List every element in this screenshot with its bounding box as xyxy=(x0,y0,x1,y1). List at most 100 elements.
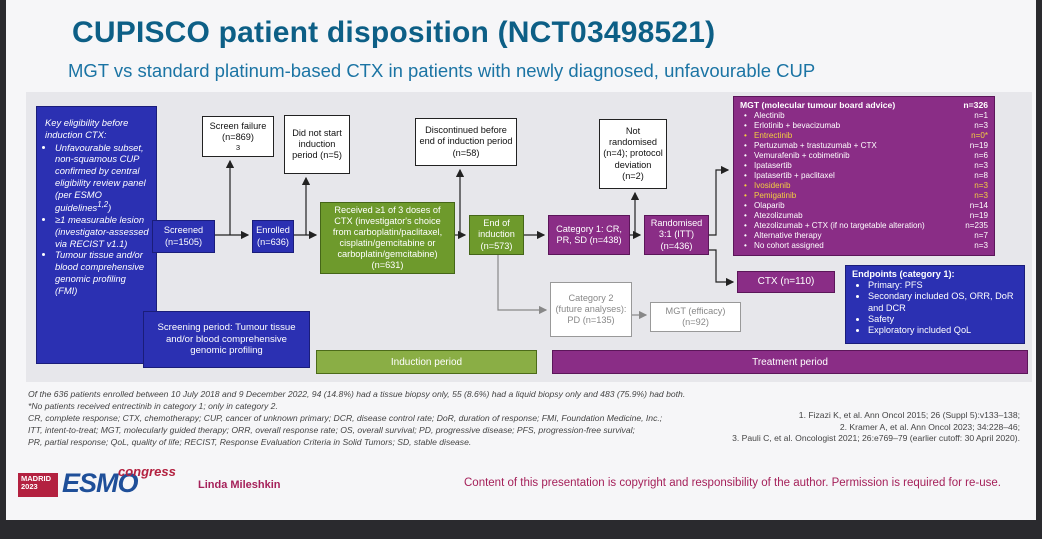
endpoints-box: Endpoints (category 1): Primary: PFSSeco… xyxy=(845,265,1025,344)
badge-year: 2023 xyxy=(21,482,38,492)
mgt-row: Pertuzumab + trastuzumab + CTX n=19 xyxy=(740,141,988,151)
mgt-row: Erlotinib + bevacizumab n=3 xyxy=(740,121,988,131)
eligibility-text: ≥1 measurable lesion (investigator-asses… xyxy=(55,214,149,249)
mgt-heading-row: MGT (molecular tumour board advice) n=32… xyxy=(740,100,988,111)
reference-3: 3. Pauli C, et al. Oncologist 2021; 26:e… xyxy=(732,433,1020,444)
mgt-drug-count: n=235 xyxy=(965,221,988,230)
mgt-drug-name: Olaparib xyxy=(740,201,785,211)
eligibility-item: Unfavourable subset, non-squamous CUP co… xyxy=(55,142,150,215)
treatment-period-bar: Treatment period xyxy=(552,350,1028,374)
mgt-box: MGT (molecular tumour board advice) n=32… xyxy=(733,96,995,256)
references: 1. Fizazi K, et al. Ann Oncol 2015; 26 (… xyxy=(732,410,1020,445)
mgt-drug-count: n=19 xyxy=(969,140,988,150)
footnote-sup: 1,2 xyxy=(97,200,109,210)
endpoint-item: Secondary included OS, ORR, DoR and DCR xyxy=(868,291,1018,313)
eligibility-text: non-squamous CUP confirmed by central el… xyxy=(55,153,146,214)
endpoint-item: Primary: PFS xyxy=(868,280,1018,291)
mgt-drug-name: Atezolizumab + CTX (if no targetable alt… xyxy=(740,221,925,231)
endpoint-item: Exploratory included QoL xyxy=(868,325,1018,336)
screening-period-box: Screening period: Tumour tissue and/or b… xyxy=(143,311,310,368)
mgt-row: Ipatasertib n=3 xyxy=(740,161,988,171)
mgt-drug-count: n=8 xyxy=(974,170,988,180)
ctx-box: CTX (n=110) xyxy=(737,271,835,293)
eligibility-item: ≥1 measurable lesion (investigator-asses… xyxy=(55,214,150,249)
footnote-enrolment: Of the 636 patients enrolled between 10 … xyxy=(28,389,685,401)
mgt-drug-count: n=19 xyxy=(969,210,988,220)
induction-period-bar: Induction period xyxy=(316,350,537,374)
category2-box: Category 2 (future analyses): PD (n=135) xyxy=(550,282,632,337)
author-name: Linda Mileshkin xyxy=(198,479,281,491)
screen-failure-box: Screen failure (n=869) 3 xyxy=(202,116,274,157)
madrid-badge: MADRID 2023 xyxy=(18,473,58,497)
footnote-entrectinib: *No patients received entrectinib in cat… xyxy=(28,401,278,413)
esmo-logo: ESMO xyxy=(62,468,139,498)
mgt-drug-name: Atezolizumab xyxy=(740,211,803,221)
mgt-drug-name: Ipatasertib + paclitaxel xyxy=(740,171,835,181)
slide-subtitle: MGT vs standard platinum-based CTX in pa… xyxy=(68,60,816,81)
reference-1: 1. Fizazi K, et al. Ann Oncol 2015; 26 (… xyxy=(798,410,1020,420)
mgt-row: Alectinib n=1 xyxy=(740,111,988,121)
footnote-text: Of the 636 patients enrolled between 10 … xyxy=(28,389,686,399)
endpoint-item: Safety xyxy=(868,314,1018,325)
mgt-drug-name: Ipatasertib xyxy=(740,161,792,171)
eligibility-text: Tumour tissue and/or blood comprehensive… xyxy=(55,249,145,296)
mgt-efficacy-box: MGT (efficacy) (n=92) xyxy=(650,302,741,332)
enrolled-box: Enrolled (n=636) xyxy=(252,220,294,253)
end-induction-box: End of induction (n=573) xyxy=(469,215,524,255)
mgt-drug-count: n=7 xyxy=(974,231,988,241)
mgt-drug-count: n=3 xyxy=(974,180,988,190)
mgt-drug-name: Alectinib xyxy=(740,111,785,121)
badge-city: MADRID xyxy=(21,474,51,483)
eligibility-heading: Key eligibility before induction CTX: xyxy=(45,117,129,140)
category1-box: Category 1: CR, PR, SD (n=438) xyxy=(548,215,630,255)
mgt-drug-count: n=3 xyxy=(974,160,988,170)
mgt-drug-name: Erlotinib + bevacizumab xyxy=(740,121,840,131)
endpoints-heading: Endpoints (category 1): xyxy=(852,269,955,279)
mgt-drug-count: n=6 xyxy=(974,150,988,160)
mgt-drug-name: Pemigatinib xyxy=(740,191,796,201)
eligibility-text: Unfavourable subset, xyxy=(55,141,144,153)
mgt-drug-count: n=3 xyxy=(974,241,988,251)
mgt-row: No cohort assigned n=3 xyxy=(740,241,988,251)
mgt-heading: MGT (molecular tumour board advice) xyxy=(740,100,896,110)
eligibility-box: Key eligibility before induction CTX: Un… xyxy=(36,106,157,364)
mgt-drug-name: Ivosidenib xyxy=(740,181,790,191)
mgt-drug-name: Vemurafenib + cobimetinib xyxy=(740,151,850,161)
mgt-row: Ivosidenib n=3 xyxy=(740,181,988,191)
mgt-drug-name: Pertuzumab + trastuzumab + CTX xyxy=(740,141,877,151)
footnote-text: CR, complete response; CTX, chemotherapy… xyxy=(28,413,663,423)
mgt-row: Atezolizumab n=19 xyxy=(740,211,988,221)
induction-ctx-box: Received ≥1 of 3 doses of CTX (investiga… xyxy=(320,202,455,274)
congress-logo-text: congress xyxy=(118,464,176,479)
mgt-drug-count: n=3 xyxy=(974,120,988,130)
discontinued-box: Discontinued before end of induction per… xyxy=(415,118,517,166)
footnote-text: *No patients received entrectinib in cat… xyxy=(28,401,278,411)
mgt-drug-count: n=3 xyxy=(974,190,988,200)
mgt-drug-count: n=1 xyxy=(974,110,988,120)
not-randomised-box: Not randomised (n=4); protocol deviation… xyxy=(599,119,667,189)
randomised-box: Randomised 3:1 (ITT) (n=436) xyxy=(644,215,709,255)
screen-failure-text: Screen failure (n=869) xyxy=(209,120,267,142)
screened-box: Screened (n=1505) xyxy=(152,220,215,253)
footnote-sup: 3 xyxy=(235,142,241,152)
slide: CUPISCO patient disposition (NCT03498521… xyxy=(6,0,1036,520)
mgt-drug-count: n=0* xyxy=(971,130,988,140)
footnote-text: PR, partial response; QoL, quality of li… xyxy=(28,437,472,447)
slide-title: CUPISCO patient disposition (NCT03498521… xyxy=(72,16,716,49)
mgt-row: Ipatasertib + paclitaxel n=8 xyxy=(740,171,988,181)
abbreviations-3: PR, partial response; QoL, quality of li… xyxy=(28,437,471,449)
mgt-drug-name: Alternative therapy xyxy=(740,231,822,241)
abbreviations-1: CR, complete response; CTX, chemotherapy… xyxy=(28,413,662,425)
mgt-heading-n: n=326 xyxy=(963,100,988,110)
mgt-drug-name: No cohort assigned xyxy=(740,241,824,251)
flow-arrows xyxy=(145,159,735,320)
mgt-row: Vemurafenib + cobimetinib n=6 xyxy=(740,151,988,161)
not-started-box: Did not start induction period (n=5) xyxy=(284,115,350,174)
eligibility-text: ) xyxy=(108,202,112,214)
mgt-row: Atezolizumab + CTX (if no targetable alt… xyxy=(740,221,988,231)
reference-2: 2. Kramer A, et al. Ann Oncol 2023; 34:2… xyxy=(839,421,1020,432)
footnote-text: ITT, intent-to-treat; MGT, molecularly g… xyxy=(28,425,635,435)
